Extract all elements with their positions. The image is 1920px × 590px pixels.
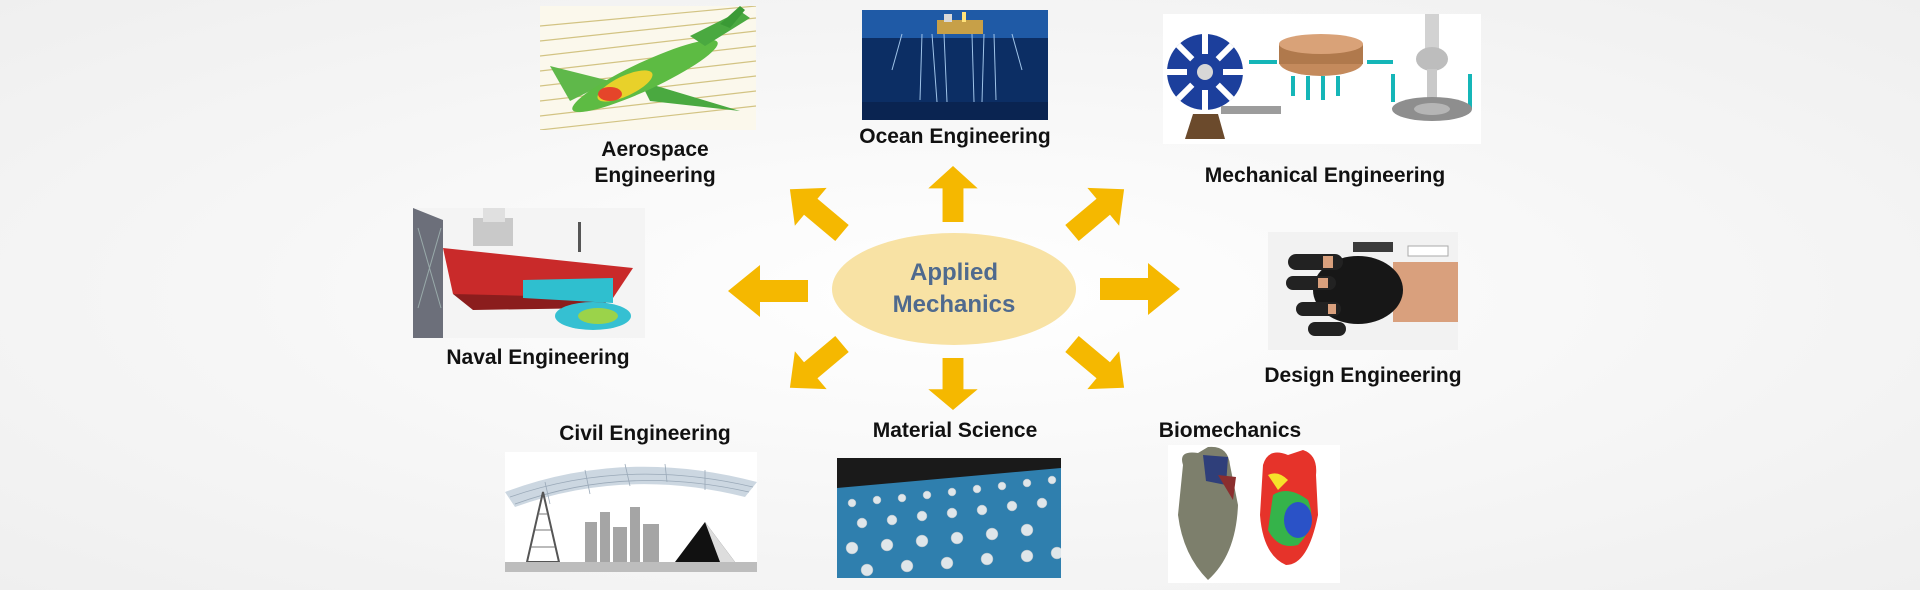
arrow-biomechanics [1056,325,1140,407]
ocean-image [862,10,1048,120]
label-design: Design Engineering [1264,364,1462,387]
mechanical-image [1163,14,1481,144]
arrow-civil [774,325,858,407]
arrow-mechanical [1056,170,1140,252]
arrow-design [1100,263,1180,315]
label-biomechanics: Biomechanics [1158,419,1302,442]
arrow-material [928,358,978,410]
civil-image [505,452,757,572]
label-naval: Naval Engineering [446,346,630,369]
label-mechanical: Mechanical Engineering [1204,164,1446,187]
label-civil: Civil Engineering [559,422,731,445]
center-ellipse: Applied Mechanics [832,233,1076,345]
arrow-aerospace [774,170,858,252]
arrow-naval [728,265,808,317]
material-image [837,458,1061,578]
arrow-ocean [928,166,978,222]
naval-image [413,208,645,338]
label-aerospace: Aerospace Engineering [594,138,716,187]
design-image [1268,232,1458,350]
label-material: Material Science [872,419,1038,442]
biomechanics-image [1168,445,1340,583]
aerospace-image [540,6,756,130]
label-ocean: Ocean Engineering [859,125,1051,148]
center-label: Applied Mechanics [892,259,1016,318]
